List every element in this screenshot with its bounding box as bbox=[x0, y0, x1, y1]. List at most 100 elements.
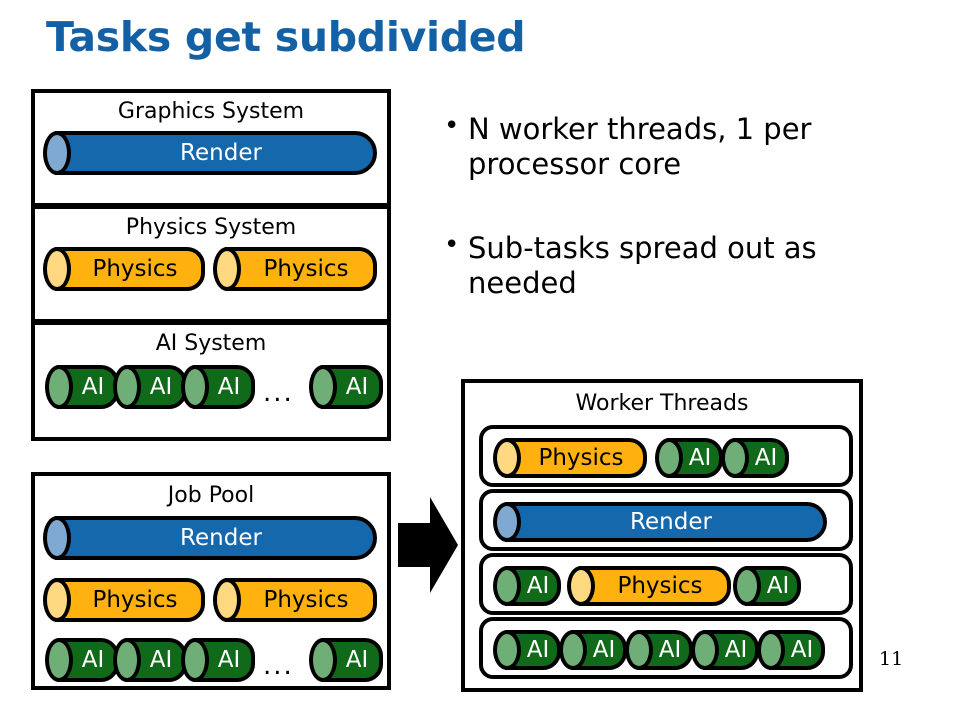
task-label: Physics bbox=[263, 255, 349, 282]
task-label: Render bbox=[180, 524, 262, 551]
wt1-ai-2[interactable]: AI bbox=[721, 438, 789, 478]
cylinder-cap-icon bbox=[43, 578, 71, 622]
cylinder-cap-icon bbox=[493, 630, 521, 670]
cylinder-cap-icon bbox=[213, 578, 241, 622]
graphics-system-box: Graphics System Render bbox=[31, 89, 391, 207]
job-ai-1[interactable]: AI bbox=[45, 638, 119, 682]
job-render[interactable]: Render bbox=[43, 516, 377, 560]
cylinder-cap-icon bbox=[181, 365, 209, 409]
cylinder-cap-icon bbox=[43, 247, 71, 291]
task-label: AI bbox=[345, 373, 369, 400]
wt4-ai-4[interactable]: AI bbox=[691, 630, 759, 670]
task-label: AI bbox=[724, 636, 748, 663]
task-ai-1[interactable]: AI bbox=[45, 365, 119, 409]
cylinder-cap-icon bbox=[567, 566, 595, 606]
task-ai-3[interactable]: AI bbox=[181, 365, 255, 409]
task-label: AI bbox=[790, 636, 814, 663]
task-label: AI bbox=[217, 646, 241, 673]
task-label: Physics bbox=[617, 572, 703, 599]
cylinder-cap-icon bbox=[43, 516, 71, 560]
wt4-ai-1[interactable]: AI bbox=[493, 630, 561, 670]
cylinder-cap-icon bbox=[559, 630, 587, 670]
ai-system-box: AI System AI AI AI ... AI bbox=[31, 321, 391, 441]
job-ai-2[interactable]: AI bbox=[113, 638, 187, 682]
wt4-ai-2[interactable]: AI bbox=[559, 630, 627, 670]
task-label: AI bbox=[345, 646, 369, 673]
task-ai-4[interactable]: AI bbox=[309, 365, 383, 409]
task-render[interactable]: Render bbox=[43, 131, 377, 175]
cylinder-cap-icon bbox=[493, 502, 521, 542]
worker-thread-row-2[interactable]: Render bbox=[479, 489, 853, 551]
task-label: Render bbox=[180, 139, 262, 166]
wt1-ai-1[interactable]: AI bbox=[655, 438, 723, 478]
worker-threads-title: Worker Threads bbox=[575, 391, 749, 416]
cylinder-cap-icon bbox=[213, 247, 241, 291]
job-physics-1[interactable]: Physics bbox=[43, 578, 205, 622]
page-number: 11 bbox=[879, 648, 904, 670]
cylinder-cap-icon bbox=[493, 566, 521, 606]
task-label: AI bbox=[81, 646, 105, 673]
wt2-render[interactable]: Render bbox=[493, 502, 827, 542]
cylinder-cap-icon bbox=[45, 638, 73, 682]
task-label: AI bbox=[149, 646, 173, 673]
job-ai-4[interactable]: AI bbox=[309, 638, 383, 682]
job-pool-title: Job Pool bbox=[167, 483, 255, 508]
cylinder-cap-icon bbox=[309, 638, 337, 682]
ai-system-title: AI System bbox=[155, 331, 267, 356]
cylinder-cap-icon bbox=[43, 131, 71, 175]
cylinder-cap-icon bbox=[113, 638, 141, 682]
task-label: AI bbox=[217, 373, 241, 400]
cylinder-cap-icon bbox=[733, 566, 761, 606]
cylinder-cap-icon bbox=[113, 365, 141, 409]
ellipsis: ... bbox=[263, 378, 294, 408]
physics-system-box: Physics System Physics Physics bbox=[31, 205, 391, 323]
cylinder-cap-icon bbox=[309, 365, 337, 409]
task-label: AI bbox=[526, 572, 550, 599]
cylinder-cap-icon bbox=[625, 630, 653, 670]
task-label: AI bbox=[81, 373, 105, 400]
cylinder-cap-icon bbox=[45, 365, 73, 409]
task-label: Physics bbox=[263, 586, 349, 613]
job-pool-box: Job Pool Render Physics Physics AI AI AI… bbox=[31, 472, 391, 690]
wt4-ai-3[interactable]: AI bbox=[625, 630, 693, 670]
wt3-ai-2[interactable]: AI bbox=[733, 566, 801, 606]
task-label: Render bbox=[630, 508, 712, 535]
task-ai-2[interactable]: AI bbox=[113, 365, 187, 409]
task-label: AI bbox=[766, 572, 790, 599]
graphics-system-title: Graphics System bbox=[117, 99, 305, 124]
task-label: Physics bbox=[92, 586, 178, 613]
task-label: Physics bbox=[92, 255, 178, 282]
task-label: AI bbox=[754, 444, 778, 471]
task-physics-1[interactable]: Physics bbox=[43, 247, 205, 291]
job-ai-3[interactable]: AI bbox=[181, 638, 255, 682]
cylinder-cap-icon bbox=[181, 638, 209, 682]
bullet-item-1: N worker threads, 1 per processor core bbox=[440, 111, 910, 183]
task-label: Physics bbox=[538, 444, 624, 471]
physics-system-title: Physics System bbox=[125, 215, 297, 240]
cylinder-cap-icon bbox=[691, 630, 719, 670]
right-arrow-icon bbox=[398, 497, 458, 597]
bullet-list: N worker threads, 1 per processor core S… bbox=[440, 111, 910, 302]
worker-thread-row-4[interactable]: AI AI AI AI AI bbox=[479, 617, 853, 679]
wt3-physics[interactable]: Physics bbox=[567, 566, 731, 606]
job-physics-2[interactable]: Physics bbox=[213, 578, 377, 622]
bullet-item-2: Sub-tasks spread out as needed bbox=[440, 230, 910, 302]
cylinder-cap-icon bbox=[655, 438, 683, 478]
task-label: AI bbox=[149, 373, 173, 400]
wt4-ai-5[interactable]: AI bbox=[757, 630, 825, 670]
task-label: AI bbox=[688, 444, 712, 471]
ellipsis: ... bbox=[263, 651, 294, 681]
task-label: AI bbox=[658, 636, 682, 663]
wt1-physics[interactable]: Physics bbox=[493, 438, 647, 478]
task-label: AI bbox=[592, 636, 616, 663]
worker-thread-row-3[interactable]: AI Physics AI bbox=[479, 553, 853, 615]
page-title: Tasks get subdivided bbox=[46, 13, 526, 61]
worker-thread-row-1[interactable]: Physics AI AI bbox=[479, 425, 853, 487]
task-physics-2[interactable]: Physics bbox=[213, 247, 377, 291]
wt3-ai-1[interactable]: AI bbox=[493, 566, 561, 606]
cylinder-cap-icon bbox=[721, 438, 749, 478]
cylinder-cap-icon bbox=[757, 630, 785, 670]
worker-threads-box: Worker Threads Physics AI AI Render bbox=[461, 379, 863, 692]
cylinder-cap-icon bbox=[493, 438, 521, 478]
